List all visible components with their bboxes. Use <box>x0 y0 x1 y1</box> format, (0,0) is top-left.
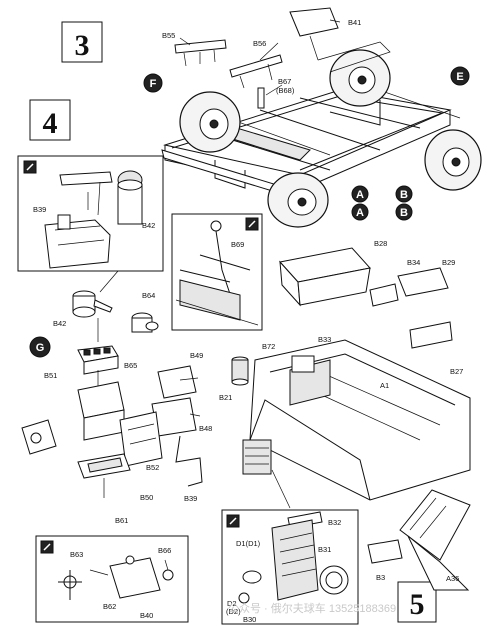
part-b34 <box>369 283 399 307</box>
body-tub-a1 <box>249 339 471 501</box>
label-b21: B21 <box>219 393 232 402</box>
label-b61: B61 <box>115 516 128 525</box>
front-left-wheel <box>179 91 241 153</box>
watermark: 公众号 · 俄尔夫球车 13525188369 <box>228 601 396 615</box>
label-b30: B30 <box>243 615 256 624</box>
svg-text:E: E <box>456 71 463 83</box>
step-3-box: 3 <box>61 21 103 63</box>
part-b21 <box>231 356 249 386</box>
dashboard-detail-inset <box>171 213 263 331</box>
label-b69: B69 <box>231 240 244 249</box>
svg-text:A: A <box>356 189 364 201</box>
label-b66: B66 <box>158 546 171 555</box>
glue-pen-icon <box>23 160 37 174</box>
label-b72: B72 <box>262 342 275 351</box>
part-b27 <box>409 321 453 349</box>
label-b49: B49 <box>190 351 203 360</box>
svg-text:B: B <box>400 189 408 201</box>
rear-left-wheel <box>329 49 391 107</box>
label-b34: B34 <box>407 258 420 267</box>
radiator-detail-inset <box>221 509 359 625</box>
label-a36: A36 <box>446 574 459 583</box>
part-b29 <box>397 267 449 297</box>
label-d1: D1(D1) <box>236 539 261 548</box>
radiator-on-body <box>242 439 272 475</box>
label-b50: B50 <box>140 493 153 502</box>
part-b64 <box>131 312 159 333</box>
part-b3 <box>367 539 403 564</box>
label-b68: (B68) <box>276 86 295 95</box>
label-b65: B65 <box>124 361 137 370</box>
label-b55: B55 <box>162 31 175 40</box>
step-number: 4 <box>43 107 58 140</box>
label-b27: B27 <box>450 367 463 376</box>
part-b41 <box>289 7 391 73</box>
marker-b-alt: B <box>395 203 413 221</box>
label-b42b: B42 <box>53 319 66 328</box>
marker-a: A <box>351 185 369 203</box>
marker-a-alt: A <box>351 203 369 221</box>
label-b39b: B39 <box>184 494 197 503</box>
svg-text:G: G <box>36 342 45 354</box>
step-5-box: 5 <box>397 581 437 623</box>
label-b29: B29 <box>442 258 455 267</box>
front-right-wheel <box>267 172 329 228</box>
label-d2b: (D2) <box>226 607 241 616</box>
step-number: 3 <box>75 29 90 62</box>
svg-text:A: A <box>356 207 364 219</box>
label-a1: A1 <box>380 381 389 390</box>
part-b28-hood <box>279 247 371 307</box>
marker-f: F <box>143 73 163 93</box>
label-b64: B64 <box>142 291 155 300</box>
svg-text:B: B <box>400 207 408 219</box>
marker-e: E <box>450 66 470 86</box>
glue-pen-icon <box>40 540 54 554</box>
label-b62: B62 <box>103 602 116 611</box>
part-b65 <box>77 345 119 375</box>
part-b67 <box>257 87 265 109</box>
rear-right-wheel <box>424 129 482 191</box>
label-b28: B28 <box>374 239 387 248</box>
engine-block-assembly <box>21 365 203 498</box>
label-b51: B51 <box>44 371 57 380</box>
step-number: 5 <box>410 588 425 621</box>
part-b55 <box>174 39 227 67</box>
label-b32: B32 <box>328 518 341 527</box>
glue-pen-icon <box>245 217 259 231</box>
label-b48: B48 <box>199 424 212 433</box>
chassis-assembly <box>161 7 482 228</box>
part-b42-air-cleaner <box>72 290 113 318</box>
label-b40: B40 <box>140 611 153 620</box>
label-b42: B42 <box>142 221 155 230</box>
svg-text:F: F <box>150 78 157 90</box>
label-b63: B63 <box>70 550 83 559</box>
marker-g: G <box>29 336 51 358</box>
label-d2: D2 <box>227 599 237 608</box>
linkage-detail-inset <box>35 535 189 623</box>
label-b52: B52 <box>146 463 159 472</box>
label-b31: B31 <box>318 545 331 554</box>
step-4-box: 4 <box>29 99 71 141</box>
engine-detail-inset <box>17 155 164 272</box>
part-a36-tailgate <box>399 489 471 591</box>
label-b56: B56 <box>253 39 266 48</box>
part-b56 <box>229 54 283 89</box>
label-b3: B3 <box>376 573 385 582</box>
label-b33: B33 <box>318 335 331 344</box>
label-b41: B41 <box>348 18 361 27</box>
label-b67: B67 <box>278 77 291 86</box>
label-b39: B39 <box>33 205 46 214</box>
glue-pen-icon <box>226 514 240 528</box>
marker-b: B <box>395 185 413 203</box>
